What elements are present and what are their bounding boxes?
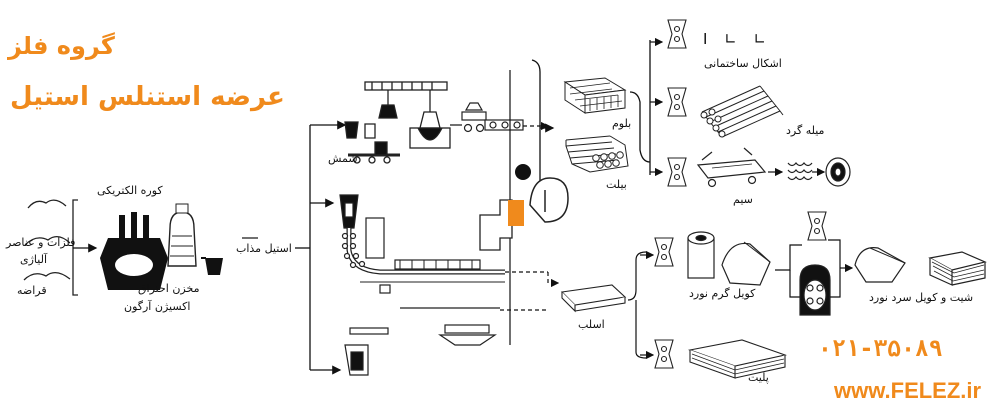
structural-shapes-label: اشکال ساختمانی [704, 57, 782, 70]
molten-steel-label: استیل مذاب [236, 242, 292, 255]
billet-label: بیلت [606, 178, 627, 191]
wire-label: سیم [733, 193, 753, 206]
cold-rolled-label: شیت و کویل سرد نورد [869, 291, 974, 304]
electric-furnace-icon [100, 212, 168, 290]
ladle-icon [201, 257, 223, 275]
bloom-label: بلوم [612, 117, 632, 130]
raw-materials-label: فلزات و عناصر [6, 236, 76, 249]
rolling-stand-icon [461, 102, 524, 133]
scrap-label: قراضه [17, 284, 47, 297]
wire-cart-icon [696, 147, 767, 188]
brand-title: گروه فلز [8, 32, 115, 60]
pressure-casting-icon [344, 307, 500, 376]
brand-subtitle: عرضه استنلس استیل [10, 82, 285, 112]
round-bar-label: میله گرد [786, 124, 825, 137]
plate-stack-icon [687, 339, 788, 379]
wire-coil-icon [787, 162, 813, 181]
alloys-label: آلیاژی [20, 253, 48, 266]
argon-vessel-label-2: اکسیژن آرگون [124, 300, 191, 313]
cold-coil-sheets-icon [854, 247, 987, 286]
wire-spool-icon [825, 157, 851, 187]
plate-label: پلیت [748, 371, 769, 384]
round-bar-bundle-icon [700, 85, 784, 138]
electric-furnace-label: کوره الکتریکی [97, 184, 163, 197]
hot-rolled-coil-label: کویل گرم نورد [689, 287, 756, 300]
argon-oxygen-vessel-icon [167, 203, 197, 267]
website-url: www.FELEZ.ir [834, 378, 982, 403]
cold-rolling-mill-icon [799, 264, 831, 316]
phone-number: ۰۲۱-۳۵۰۸۹ [818, 336, 943, 362]
ingot-label: شمش [328, 152, 358, 165]
structural-section-letters: I ∟ ∟ [703, 30, 773, 48]
argon-vessel-label-1: مخزن احتراق [138, 282, 200, 295]
hot-rolled-coil-icon [687, 231, 771, 286]
bloom-stack-icon [563, 77, 627, 114]
slab-icon [560, 284, 627, 313]
raw-materials-piles-icon [23, 199, 71, 281]
ingot-casting-icon [344, 81, 451, 164]
slab-label: اسلب [578, 318, 605, 331]
billet-stack-icon [565, 135, 629, 173]
continuous-caster-icon [339, 194, 505, 294]
roll-stand-icons [654, 19, 827, 369]
blooming-mill-icon [479, 164, 569, 251]
